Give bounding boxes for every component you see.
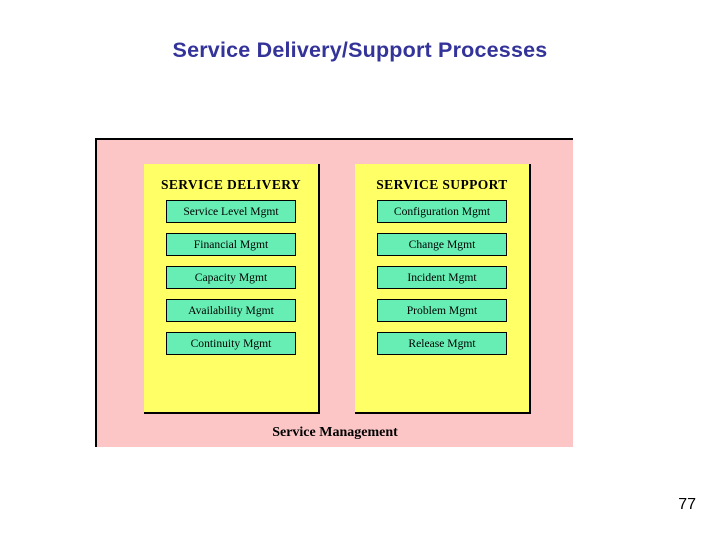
panel-service-delivery: SERVICE DELIVERY Service Level Mgmt Fina…: [144, 164, 320, 414]
service-management-frame: SERVICE DELIVERY Service Level Mgmt Fina…: [95, 138, 573, 447]
process-box-configuration-mgmt[interactable]: Configuration Mgmt: [377, 200, 507, 223]
panel-service-support: SERVICE SUPPORT Configuration Mgmt Chang…: [355, 164, 531, 414]
process-box-financial-mgmt[interactable]: Financial Mgmt: [166, 233, 296, 256]
process-list-service-support: Configuration Mgmt Change Mgmt Incident …: [355, 200, 529, 355]
panel-heading-service-delivery: SERVICE DELIVERY: [160, 177, 302, 192]
process-box-capacity-mgmt[interactable]: Capacity Mgmt: [166, 266, 296, 289]
process-box-problem-mgmt[interactable]: Problem Mgmt: [377, 299, 507, 322]
process-list-service-delivery: Service Level Mgmt Financial Mgmt Capaci…: [144, 200, 318, 355]
page-number: 77: [678, 496, 696, 513]
process-box-continuity-mgmt[interactable]: Continuity Mgmt: [166, 332, 296, 355]
process-box-incident-mgmt[interactable]: Incident Mgmt: [377, 266, 507, 289]
service-management-caption: Service Management: [272, 425, 398, 440]
panel-heading-service-support: SERVICE SUPPORT: [376, 177, 508, 192]
process-box-availability-mgmt[interactable]: Availability Mgmt: [166, 299, 296, 322]
process-box-change-mgmt[interactable]: Change Mgmt: [377, 233, 507, 256]
page-title: Service Delivery/Support Processes: [172, 38, 548, 62]
process-box-service-level-mgmt[interactable]: Service Level Mgmt: [166, 200, 296, 223]
process-box-release-mgmt[interactable]: Release Mgmt: [377, 332, 507, 355]
